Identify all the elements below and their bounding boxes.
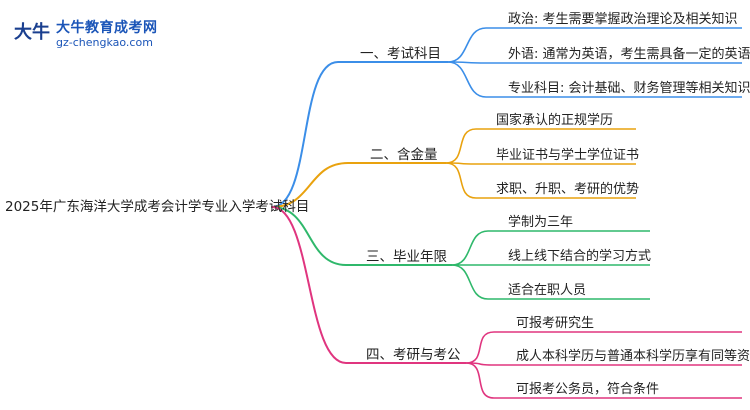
branch-to-leaf-connector xyxy=(465,331,495,364)
leaf-english: 外语: 通常为英语，考生需具备一定的英语基础 xyxy=(508,47,750,62)
leaf-major-subject: 专业科目: 会计基础、财务管理等相关知识 xyxy=(508,81,750,96)
logo-title: 大牛教育成考网 xyxy=(56,20,158,36)
root-to-branch-connector xyxy=(271,162,349,208)
leaf-blended-learning: 线上线下结合的学习方式 xyxy=(508,249,652,264)
branch-to-leaf-connector xyxy=(447,27,487,63)
branch-to-leaf-connector xyxy=(447,61,487,98)
branch-to-leaf-connector xyxy=(465,362,495,399)
mindmap-root: 2025年广东海洋大学成考会计学专业入学考试科目 xyxy=(5,199,310,215)
logo-url: gz-chengkao.com xyxy=(56,36,153,49)
branch-to-leaf-connector xyxy=(451,264,489,300)
leaf-certificates: 毕业证书与学士学位证书 xyxy=(496,148,640,163)
root-to-branch-connector xyxy=(271,61,339,208)
leaf-postgrad-eligible: 可报考研究生 xyxy=(516,316,595,331)
leaf-recognized-degree: 国家承认的正规学历 xyxy=(496,113,614,128)
root-to-branch-connector xyxy=(271,206,347,364)
leaf-civil-service: 可报考公务员，符合条件 xyxy=(516,382,660,397)
leaf-equal-qualification: 成人本科学历与普通本科学历享有同等资格 xyxy=(516,349,750,364)
leaf-three-years: 学制为三年 xyxy=(508,215,574,230)
leaf-working-adults: 适合在职人员 xyxy=(508,283,587,298)
root-to-branch-connector xyxy=(271,206,347,266)
leaf-career-advantage: 求职、升职、考研的优势 xyxy=(496,182,640,197)
branch-to-leaf-connector xyxy=(445,128,477,164)
branch-duration: 三、毕业年限 xyxy=(366,249,447,265)
site-logo: 大牛 大牛教育成考网 gz-chengkao.com xyxy=(10,14,170,52)
branch-value: 二、含金量 xyxy=(370,147,438,163)
branch-to-leaf-connector xyxy=(445,162,477,199)
branch-postgrad-civil: 四、考研与考公 xyxy=(366,347,461,363)
logo-mark-icon: 大牛 xyxy=(14,22,50,43)
leaf-politics: 政治: 考生需要掌握政治理论及相关知识 xyxy=(508,12,738,27)
branch-exam-subjects: 一、考试科目 xyxy=(360,46,441,62)
branch-to-leaf-connector xyxy=(451,230,489,266)
